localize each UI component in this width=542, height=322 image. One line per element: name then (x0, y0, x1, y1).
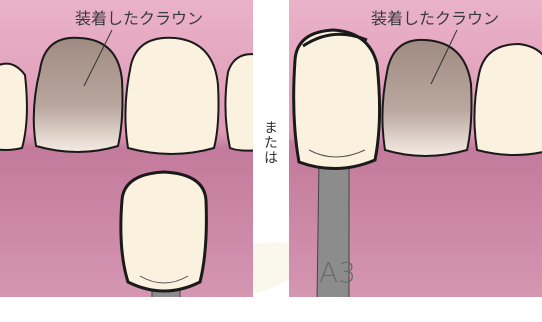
shade-guide-tab (119, 170, 208, 293)
lower-gum (289, 140, 542, 297)
shade-guide-bottom-edge (308, 149, 366, 158)
shade-guide-tab (292, 28, 382, 171)
crown-tooth (32, 36, 124, 153)
crown-label: 装着したクラウン (371, 9, 499, 28)
shade-guide-top-edge (302, 32, 368, 48)
label-pointer (430, 29, 458, 85)
left-panel: 装着したクラウン (0, 0, 253, 297)
or-text: または (262, 120, 278, 165)
left-illustration: 装着したクラウン (0, 0, 253, 297)
right-illustration: A3 装着したクラウン (289, 0, 542, 297)
natural-tooth (124, 36, 220, 155)
tooth-right-partial (473, 42, 542, 156)
tooth-left-partial (0, 62, 28, 151)
right-panel: A3 装着したクラウン (289, 0, 542, 297)
label-pointer (83, 29, 113, 87)
crown-tooth (381, 38, 473, 157)
shade-code: A3 (319, 256, 356, 289)
crown-label: 装着したクラウン (75, 9, 203, 28)
tooth-right-partial (224, 53, 253, 152)
shade-guide-edge (139, 275, 189, 284)
